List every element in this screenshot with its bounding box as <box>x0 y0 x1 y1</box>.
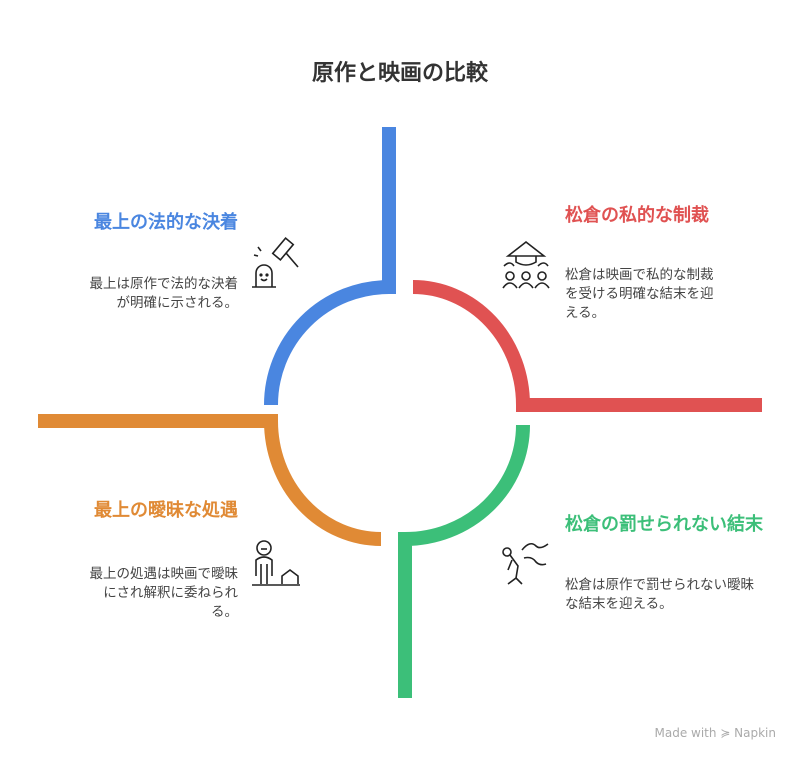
description-bottom-left: 最上の処遇は映画で曖昧にされ解釈に委ねられる。 <box>89 566 239 620</box>
orange-arc <box>38 414 382 546</box>
description-bottom-right: 松倉は原作で罰せられない曖昧な結末を迎える。 <box>565 577 754 612</box>
description-top-right: 松倉は映画で私的な制裁を受ける明確な結末を迎える。 <box>565 267 714 321</box>
heading-bottom-left: 最上の曖昧な処遇 <box>94 500 238 521</box>
red-arc <box>412 280 762 412</box>
heading-bottom-right: 松倉の罰せられない結末 <box>565 514 763 535</box>
page-title: 原作と映画の比較 <box>311 61 488 86</box>
blue-arc <box>264 127 396 406</box>
crowd-icon <box>502 240 550 289</box>
made-with-napkin-footer[interactable]: Made with ≽ Napkin <box>654 726 777 740</box>
description-top-left: 最上は原作で法的な決着が明確に示される。 <box>89 276 239 311</box>
heading-top-right: 松倉の私的な制裁 <box>565 205 709 226</box>
heading-top-left: 最上の法的な決着 <box>94 212 238 233</box>
escaping-person-icon <box>502 542 549 585</box>
person-house-icon <box>252 540 300 586</box>
gavel-icon <box>252 236 299 288</box>
green-arc <box>398 424 530 698</box>
